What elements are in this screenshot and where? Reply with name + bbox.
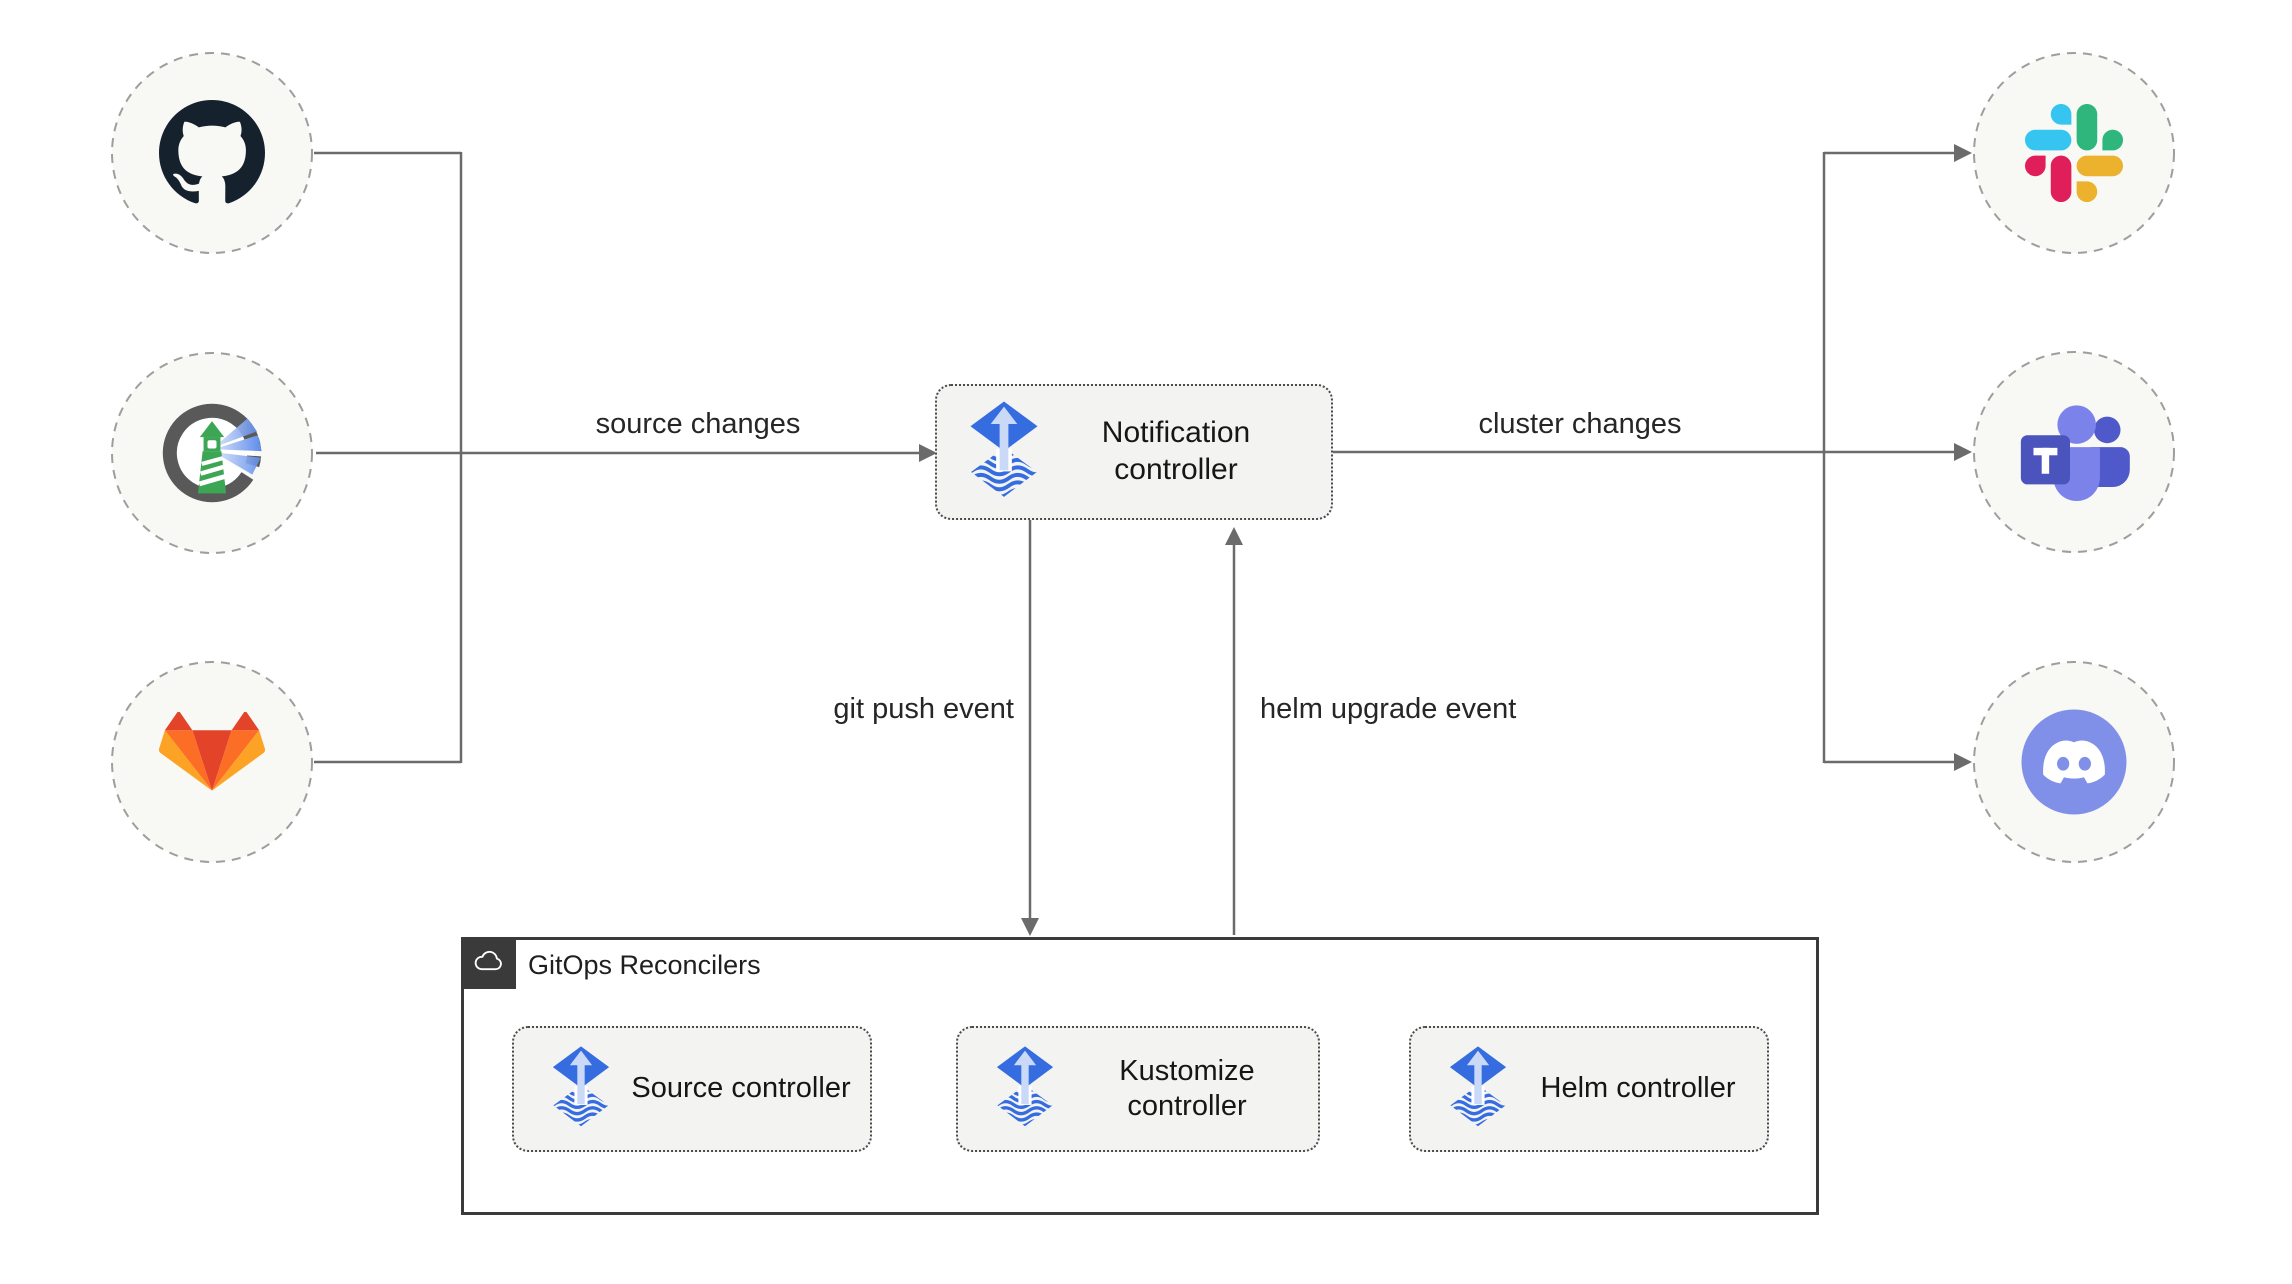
kustomize-controller-box: Kustomize controller bbox=[956, 1026, 1320, 1152]
dashed-ring bbox=[1973, 52, 2175, 254]
node-teams bbox=[1972, 350, 2176, 554]
helm-controller-box: Helm controller bbox=[1409, 1026, 1769, 1152]
container-title: GitOps Reconcilers bbox=[528, 950, 761, 980]
edge-label-helm-upgrade-event: helm upgrade event bbox=[1260, 693, 1517, 725]
gitlab-icon bbox=[159, 711, 265, 813]
node-slack bbox=[1972, 51, 2176, 255]
harbor-icon bbox=[152, 393, 272, 513]
node-discord bbox=[1972, 660, 2176, 864]
flux-icon bbox=[550, 1045, 612, 1134]
notification-controller-box: Notification controller bbox=[935, 384, 1333, 520]
teams-icon bbox=[2018, 402, 2130, 503]
gitops-reconcilers-container: GitOps Reconcilers Source controller Kus… bbox=[461, 937, 1819, 1215]
helm-controller-label: Helm controller bbox=[1540, 1072, 1736, 1105]
node-harbor bbox=[110, 351, 314, 555]
flux-icon bbox=[1447, 1045, 1509, 1134]
node-gitlab bbox=[110, 660, 314, 864]
flux-icon bbox=[967, 400, 1041, 505]
discord-icon bbox=[2018, 706, 2130, 818]
container-badge bbox=[461, 937, 516, 989]
edge-label-cluster-changes: cluster changes bbox=[1478, 408, 1682, 440]
notification-controller-label: Notification controller bbox=[1101, 416, 1251, 486]
dashed-ring bbox=[111, 52, 313, 254]
edge-label-git-push-event: git push event bbox=[833, 693, 1014, 725]
source-controller-label: Source controller bbox=[631, 1072, 851, 1105]
source-controller-box: Source controller bbox=[512, 1026, 872, 1152]
node-github bbox=[110, 51, 314, 255]
cloud-icon bbox=[472, 948, 506, 979]
github-icon bbox=[159, 100, 265, 206]
flux-icon bbox=[994, 1045, 1056, 1134]
slack-icon bbox=[2025, 104, 2123, 202]
kustomize-controller-label: Kustomize controller bbox=[1119, 1054, 1255, 1122]
edge-label-source-changes: source changes bbox=[595, 408, 801, 440]
